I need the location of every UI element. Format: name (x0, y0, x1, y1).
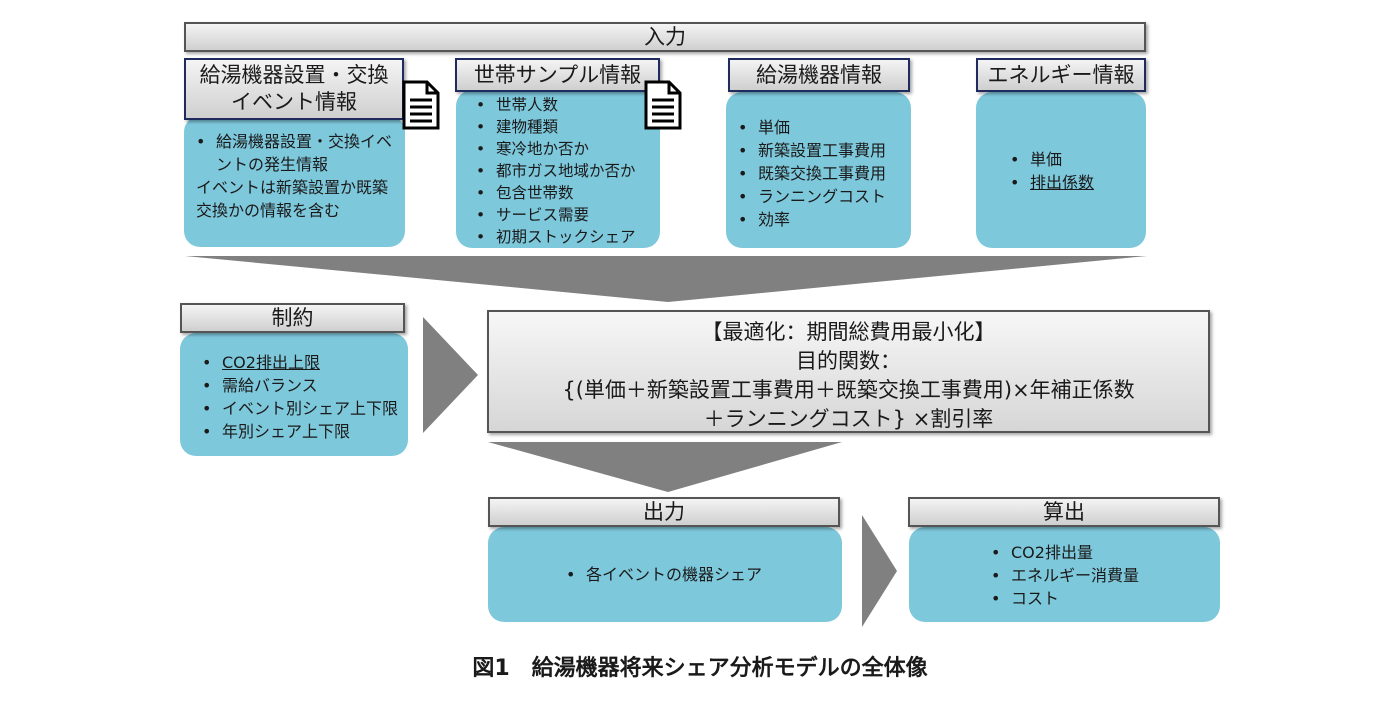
document-icon (401, 80, 441, 134)
figure-caption: 図1 給湯機器将来シェア分析モデルの全体像 (472, 656, 928, 681)
list-item: 単価 (738, 116, 903, 139)
list-item: エネルギー消費量 (991, 564, 1212, 587)
chevron-right-arrow-left (423, 317, 478, 433)
list-item: CO2排出上限 (202, 351, 400, 374)
list-item: サービス需要 (476, 204, 652, 226)
list-item: ランニングコスト (738, 185, 903, 208)
chevron-right-arrow-bottom (862, 515, 897, 627)
heater-info-header: 給湯機器情報 (728, 58, 910, 92)
list-item: 需給バランス (202, 374, 400, 397)
objective-line-1: 【最適化：期間総費用最小化】 (701, 320, 996, 344)
objective-line-2: 目的関数： (796, 349, 901, 373)
event-info-note: イベントは新築設置か既築交換かの情報を含む (196, 178, 389, 220)
household-sample-box: 世帯人数 建物種類 寒冷地か否か 都市ガス地域か否か 包含世帯数 サービス需要 … (456, 90, 660, 248)
list-item: 既築交換工事費用 (738, 162, 903, 185)
objective-line-3: {(単価＋新築設置工事費用＋既築交換工事費用)×年補正係数 (562, 378, 1135, 402)
document-icon (643, 80, 683, 134)
list-item: 給湯機器設置・交換イベントの発生情報 (196, 130, 395, 176)
event-info-title-line1: 給湯機器設置・交換 (199, 63, 389, 87)
list-item: CO2排出量 (991, 541, 1212, 564)
list-item: 各イベントの機器シェア (566, 563, 834, 586)
energy-info-header: エネルギー情報 (976, 58, 1146, 92)
list-item: 包含世帯数 (476, 182, 652, 204)
list-item: 効率 (738, 208, 903, 231)
list-item: 寒冷地か否か (476, 138, 652, 160)
list-item: 建物種類 (476, 116, 652, 138)
event-info-title-line2: イベント情報 (231, 90, 357, 114)
co2-cap-text: CO2排出上限 (222, 353, 320, 372)
event-info-header: 給湯機器設置・交換 イベント情報 (184, 58, 404, 120)
list-item: 新築設置工事費用 (738, 139, 903, 162)
list-item: イベント別シェア上下限 (202, 397, 400, 420)
list-item: 単価 (1010, 148, 1138, 171)
list-item: 初期ストックシェア (476, 226, 652, 248)
constraints-box: CO2排出上限 需給バランス イベント別シェア上下限 年別シェア上下限 (180, 333, 408, 456)
constraints-header: 制約 (180, 303, 405, 333)
calc-box: CO2排出量 エネルギー消費量 コスト (909, 527, 1220, 622)
output-header: 出力 (488, 497, 840, 527)
list-item: 都市ガス地域か否か (476, 160, 652, 182)
heater-info-box: 単価 新築設置工事費用 既築交換工事費用 ランニングコスト 効率 (726, 92, 911, 248)
calc-header: 算出 (908, 497, 1220, 527)
list-item: コスト (991, 587, 1212, 610)
list-item: 年別シェア上下限 (202, 420, 400, 443)
objective-function-box: 【最適化：期間総費用最小化】 目的関数： {(単価＋新築設置工事費用＋既築交換工… (487, 310, 1210, 433)
list-item: 排出係数 (1010, 171, 1138, 194)
household-sample-header: 世帯サンプル情報 (455, 58, 660, 92)
event-info-box: 給湯機器設置・交換イベントの発生情報 イベントは新築設置か既築交換かの情報を含む (184, 116, 405, 247)
output-box: 各イベントの機器シェア (488, 527, 842, 622)
energy-info-box: 単価 排出係数 (976, 92, 1146, 248)
objective-line-4: ＋ランニングコスト} ×割引率 (703, 407, 994, 431)
list-item: 世帯人数 (476, 94, 652, 116)
funnel-arrow-mid (488, 442, 842, 492)
input-header: 入力 (184, 22, 1146, 52)
emission-factor-text: 排出係数 (1030, 173, 1095, 192)
